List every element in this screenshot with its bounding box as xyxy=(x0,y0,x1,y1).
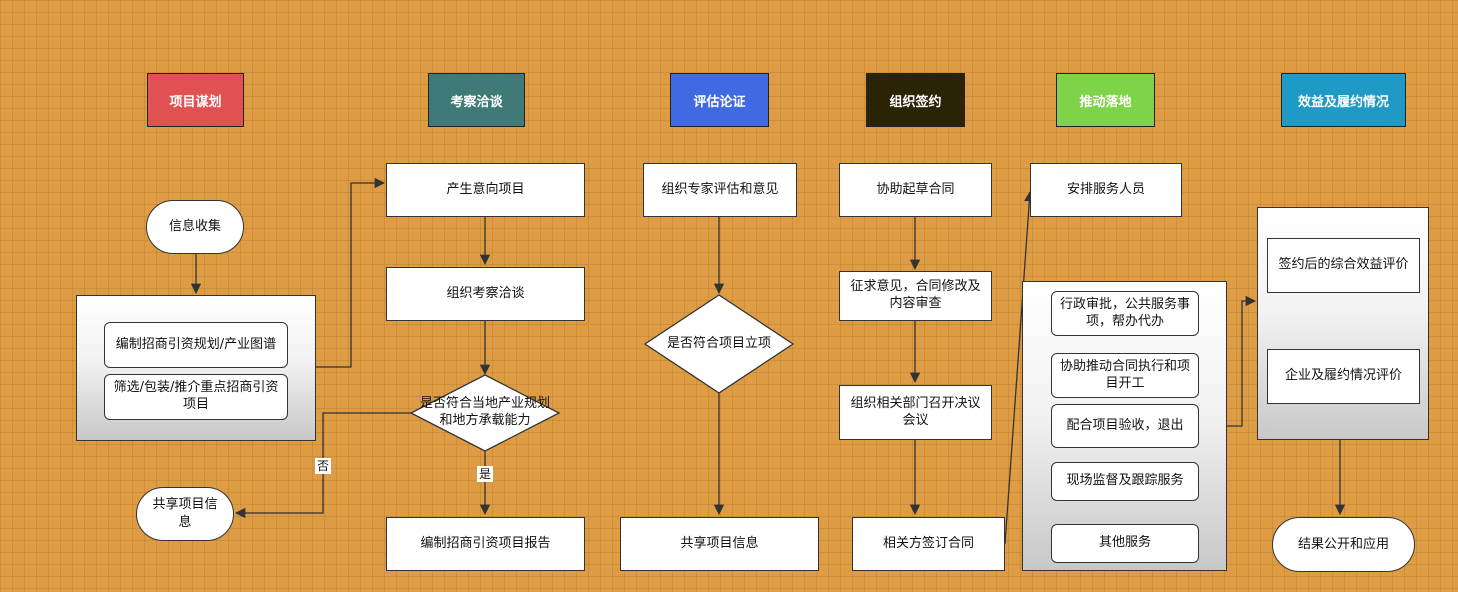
stage-header-benefits: 效益及履约情况 xyxy=(1281,73,1406,127)
info-collect-node: 信息收集 xyxy=(146,200,244,254)
stage-header-implementation: 推动落地 xyxy=(1056,73,1155,127)
stage-header-signing: 组织签约 xyxy=(866,73,965,127)
stage-header-planning: 项目谋划 xyxy=(147,73,244,127)
service-item-other: 其他服务 xyxy=(1051,524,1199,563)
share-info-node-3: 共享项目信息 xyxy=(620,517,819,571)
decision-diamond-region xyxy=(409,374,561,452)
benefit-eval-node: 签约后的综合效益评价 xyxy=(1267,238,1420,293)
decision-diamond-project xyxy=(643,294,795,394)
stage-header-negotiation: 考察洽谈 xyxy=(428,73,525,127)
arrow-plan-to-intent xyxy=(316,177,386,368)
stage-header-evaluation: 评估论证 xyxy=(670,73,769,127)
service-item-acceptance: 配合项目验收，退出 xyxy=(1051,404,1199,448)
no-label: 否 xyxy=(315,458,332,474)
yes-label: 是 xyxy=(477,466,494,482)
share-info-node-1: 共享项目信息 xyxy=(136,487,234,541)
arrow-services-to-eval xyxy=(1227,295,1257,427)
service-item-execution: 协助推动合同执行和项目开工 xyxy=(1051,353,1199,398)
inspect-negotiate-node: 组织考察洽谈 xyxy=(386,267,585,321)
project-report-node: 编制招商引资项目报告 xyxy=(386,517,585,571)
decision-meeting-node: 组织相关部门召开决议会议 xyxy=(839,385,992,440)
arrow-sign-to-staff xyxy=(1004,190,1035,545)
screen-promote-node: 筛选/包装/推介重点招商引资项目 xyxy=(104,374,288,420)
assign-staff-node: 安排服务人员 xyxy=(1030,163,1182,217)
performance-eval-node: 企业及履约情况评价 xyxy=(1267,349,1420,404)
result-publish-node: 结果公开和应用 xyxy=(1272,517,1415,572)
expert-review-node: 组织专家评估和意见 xyxy=(643,163,797,217)
sign-contract-node: 相关方签订合同 xyxy=(852,517,1005,571)
service-item-approval: 行政审批，公共服务事项，帮办代办 xyxy=(1051,291,1199,336)
intent-project-node: 产生意向项目 xyxy=(386,163,585,217)
service-item-supervision: 现场监督及跟踪服务 xyxy=(1051,462,1199,501)
decision-region-label: 是否符合当地产业规划和地方承载能力 xyxy=(420,396,551,428)
draft-contract-node: 协助起草合同 xyxy=(839,163,992,217)
plan-map-node: 编制招商引资规划/产业图谱 xyxy=(104,322,288,368)
decision-project-label: 是否符合项目立项 xyxy=(666,335,771,351)
contract-review-node: 征求意见，合同修改及内容审查 xyxy=(839,271,992,321)
